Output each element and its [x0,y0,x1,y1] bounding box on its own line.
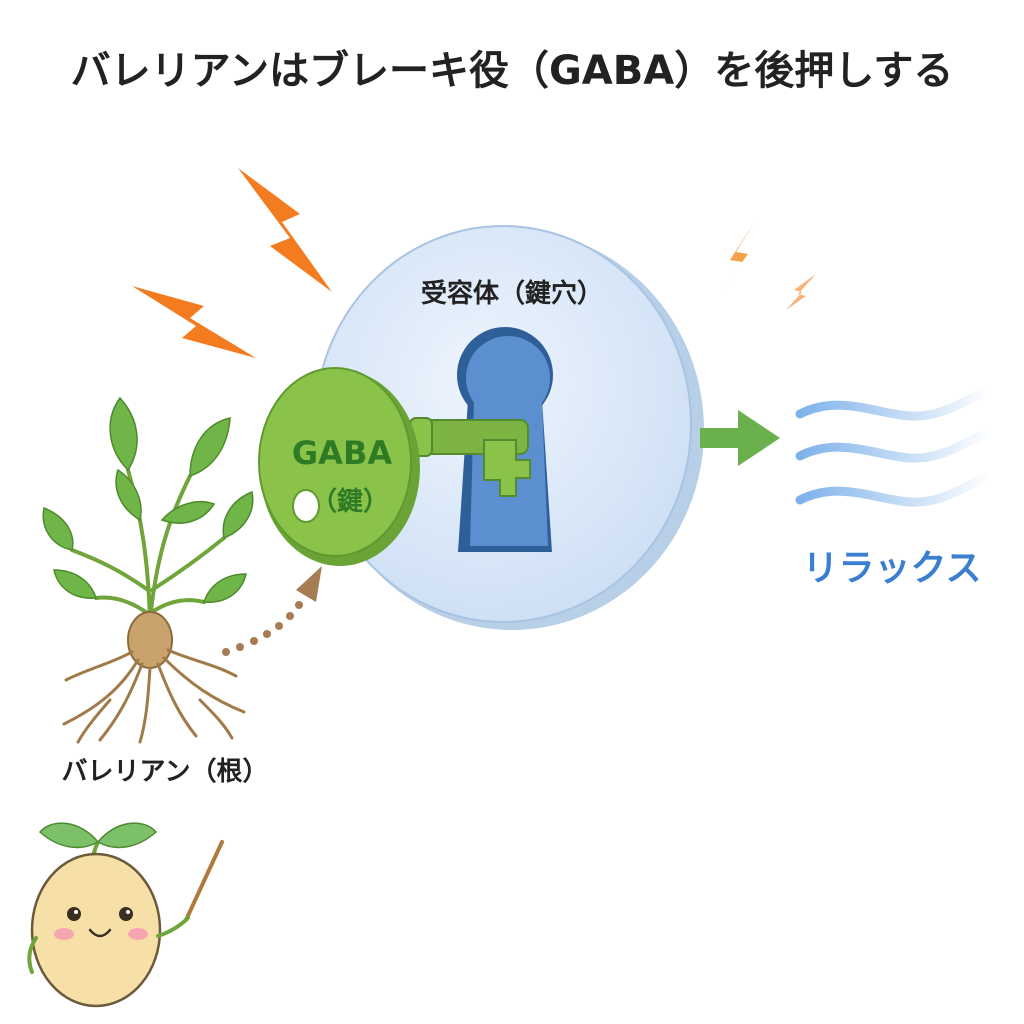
lightning-bolt-icon [720,220,756,292]
key-label-line2: （鍵） [311,486,389,517]
lightning-bolt-icon [238,168,332,292]
valerian-plant-icon [42,396,254,744]
page-title: バレリアンはブレーキ役（GABA）を後押しする [71,48,954,94]
key-label-line1: GABA [292,434,392,472]
seed-sprout-mascot [27,822,224,1008]
arrow-right-icon [700,410,780,466]
receptor-label: 受容体（鍵穴） [421,278,603,309]
lightning-bolt-icon [132,286,256,358]
dotted-arrow [222,566,322,656]
relax-label: リラックス [803,548,982,589]
wave-icon [795,385,997,507]
lightning-bolt-icon [786,274,816,310]
plant-label: バレリアン（根） [62,757,269,787]
gaba-key [258,367,531,566]
